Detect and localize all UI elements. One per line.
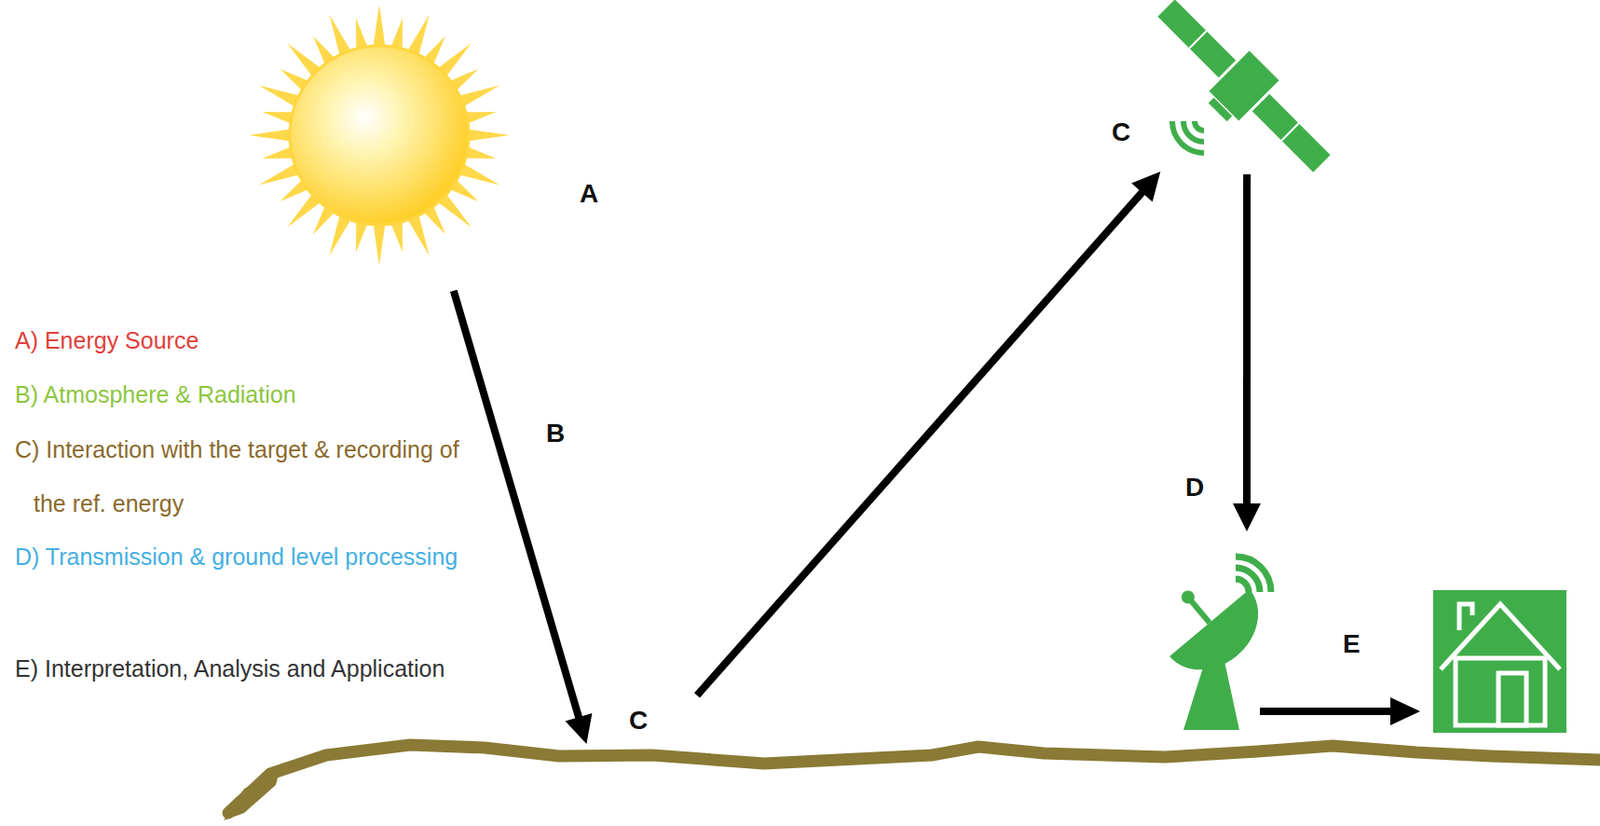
satellite-signal <box>1172 121 1204 153</box>
legend-text: A) Energy Source <box>14 313 463 368</box>
house-icon <box>1433 589 1567 733</box>
sun-rays <box>248 4 510 266</box>
sun-ray <box>464 128 510 142</box>
callout-letter: D <box>1185 472 1204 503</box>
arrow-head <box>1232 503 1261 532</box>
sun-ray <box>372 220 386 266</box>
arrow-line <box>697 191 1144 696</box>
callout-letter: E <box>1342 629 1361 659</box>
sun-core <box>289 45 469 225</box>
satellite-icon <box>1139 0 1343 191</box>
dish-signal <box>1235 556 1272 592</box>
flow-arrow <box>1232 174 1261 532</box>
legend-text: E) Interpretation, Analysis and Applicat… <box>14 641 463 696</box>
ground <box>228 744 1600 813</box>
satellite-node: C <box>1162 4 1322 169</box>
e-arrow <box>1259 697 1421 725</box>
legend-text: C) Interaction with the target & recordi… <box>14 422 463 531</box>
ground-left-tip <box>223 769 280 821</box>
arrow-head <box>565 712 593 744</box>
callout-letter: C <box>1111 117 1131 148</box>
flow-arrow <box>453 290 593 744</box>
dish-antenna <box>1143 558 1277 730</box>
sun-ray <box>248 128 294 142</box>
callout-letter: C <box>629 705 648 736</box>
edge-label: B <box>546 418 565 449</box>
legend-text: D) Transmission & ground level processin… <box>14 529 463 584</box>
flow-arrow <box>697 171 1161 696</box>
arrow-head <box>1131 171 1161 202</box>
sun-node: A <box>248 4 510 266</box>
legend-text: B) Atmosphere & Radiation <box>14 367 463 422</box>
callout-letter: A <box>579 178 599 209</box>
target-node: C <box>587 694 690 746</box>
dish-node: D <box>1162 531 1303 732</box>
sun-ray <box>372 4 386 50</box>
arrow-line <box>453 290 580 719</box>
arrow-line <box>1243 174 1251 506</box>
